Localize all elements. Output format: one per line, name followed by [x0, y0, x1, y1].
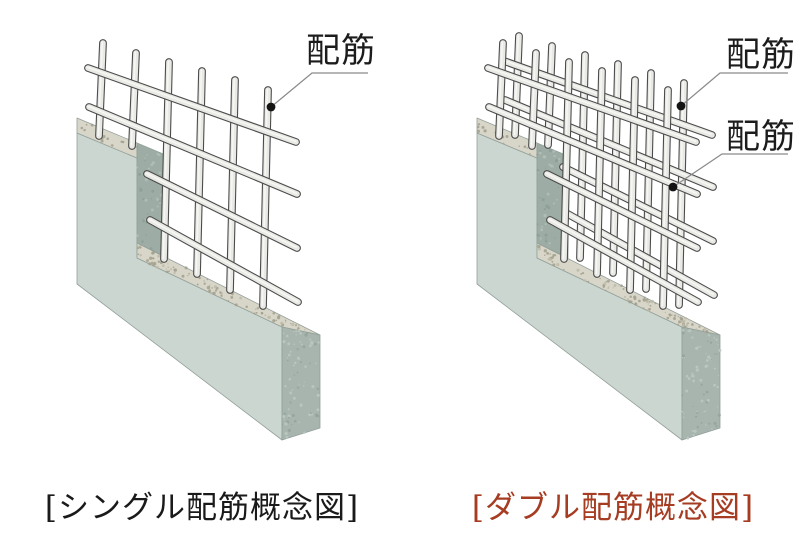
double-rebar-diagram [476, 32, 722, 441]
rebar-label-single: 配筋 [306, 31, 376, 71]
leader-lines [266, 72, 788, 192]
rebar-label-double-front: 配筋 [726, 117, 796, 157]
caption-double-diagram: [ダブル配筋概念図] [472, 490, 754, 526]
single-rebar-diagram [76, 39, 321, 441]
rebar-label-double-back: 配筋 [726, 35, 796, 75]
caption-single-diagram: [シングル配筋概念図] [45, 490, 359, 526]
